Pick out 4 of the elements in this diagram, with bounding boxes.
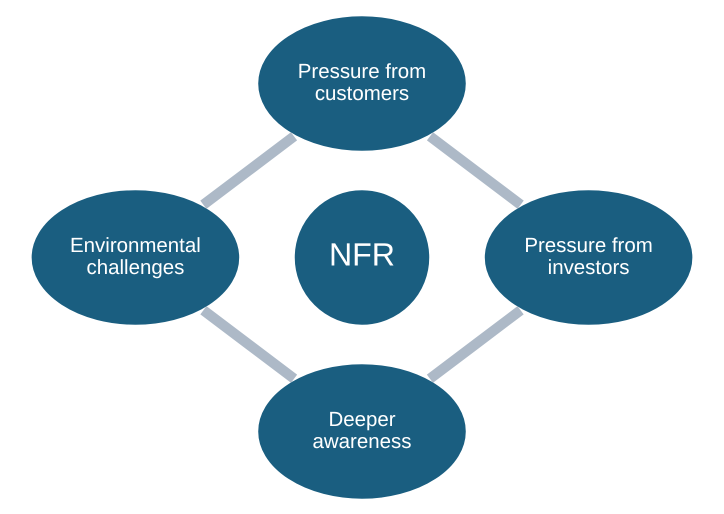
connector (426, 306, 524, 382)
connector (200, 306, 298, 382)
connector (426, 132, 524, 208)
connector (200, 132, 298, 208)
